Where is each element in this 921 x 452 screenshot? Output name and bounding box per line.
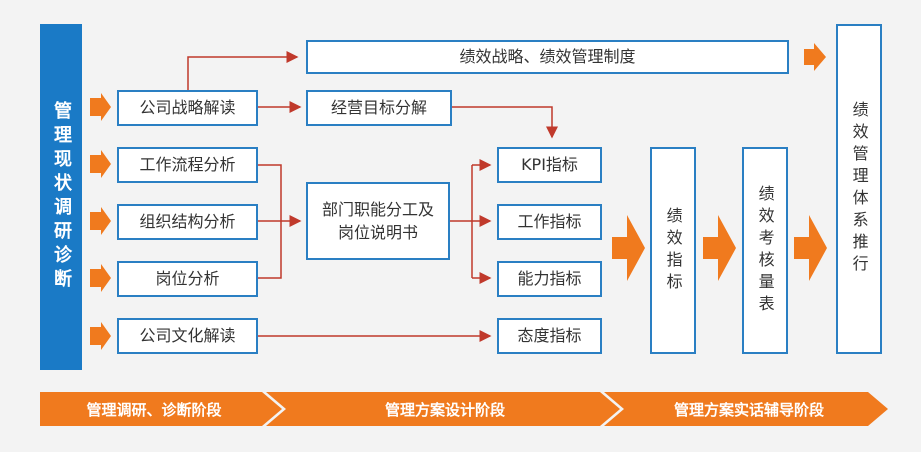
- business-goal-box: 经营目标分解: [306, 90, 452, 126]
- big-orange-arrow-icon: [703, 215, 736, 281]
- stage-2-label: 管理方案设计阶段: [384, 400, 505, 419]
- division-box: 部门职能分工及岗位说明书: [306, 182, 450, 260]
- stage-2-chevron: [266, 392, 620, 426]
- performance-index-box: 绩效指标: [650, 147, 696, 354]
- company-strategy-box: 公司战略解读: [117, 90, 258, 126]
- big-orange-arrow-icon: [794, 215, 827, 281]
- ability-index-box: 能力指标: [497, 261, 602, 297]
- orange-arrow-icon: [90, 150, 111, 178]
- arrow-strategy-to-system: [187, 51, 299, 90]
- big-orange-arrow-icon: [612, 215, 645, 281]
- position-analysis-box: 岗位分析: [117, 261, 258, 297]
- kpi-box: KPI指标: [497, 147, 602, 183]
- performance-system-box: 绩效管理体系推行: [836, 24, 882, 354]
- stage-1-label: 管理调研、诊断阶段: [86, 400, 222, 419]
- orange-arrow-icon: [90, 264, 111, 292]
- orange-arrow-icon: [804, 43, 826, 71]
- orange-arrow-icon: [90, 322, 111, 350]
- culture-box: 公司文化解读: [117, 318, 258, 354]
- management-diagnosis-bar: 管理现状调研诊断: [40, 24, 82, 370]
- attitude-index-box: 态度指标: [497, 318, 602, 354]
- workflow-analysis-box: 工作流程分析: [117, 147, 258, 183]
- performance-table-box: 绩效考核量表: [742, 147, 788, 354]
- org-structure-box: 组织结构分析: [117, 204, 258, 240]
- stage-3-label: 管理方案实话辅导阶段: [673, 400, 824, 419]
- orange-arrow-icon: [90, 207, 111, 235]
- stage-1-chevron: [40, 392, 282, 426]
- orange-arrow-icon: [90, 93, 111, 121]
- work-index-box: 工作指标: [497, 204, 602, 240]
- stage-3-chevron: [604, 392, 888, 426]
- arrow-goal-to-kpi: [452, 106, 558, 139]
- strategy-system-box: 绩效战略、绩效管理制度: [306, 40, 789, 74]
